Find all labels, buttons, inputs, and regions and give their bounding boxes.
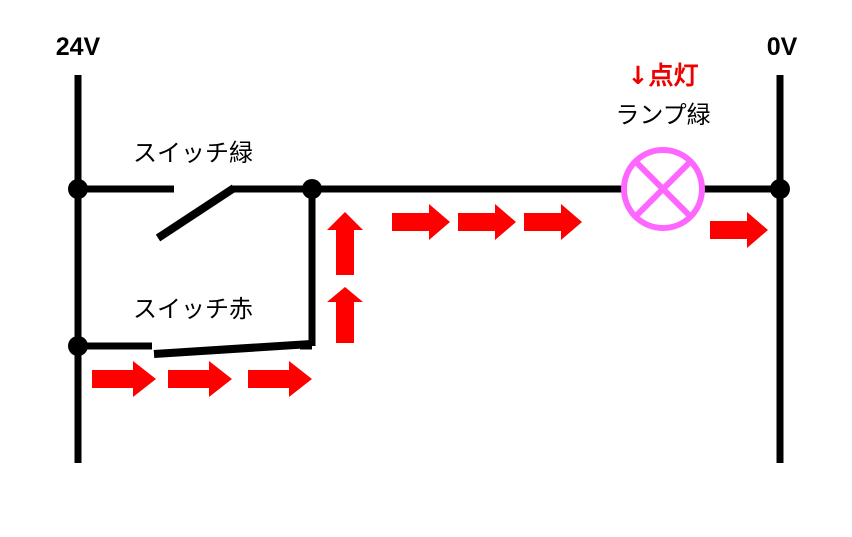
arrow-right-icon — [392, 204, 450, 240]
lamp-green[interactable] — [621, 147, 705, 231]
arrow-right-icon — [458, 204, 516, 240]
arrow-right-icon — [168, 361, 232, 397]
switch-green[interactable] — [155, 184, 237, 242]
arrow-right-icon — [524, 204, 582, 240]
power-rails — [74, 75, 784, 463]
arrow-right-icon — [248, 361, 312, 397]
lamp-lit-indicator-label: ↓点灯 — [628, 61, 699, 90]
switch-red-label: スイッチ赤 — [133, 295, 253, 323]
switch-red-blade[interactable] — [153, 340, 312, 358]
arrow-up-icon — [327, 212, 363, 275]
flow-arrow-top-3 — [524, 204, 582, 240]
switch-green-label: スイッチ緑 — [133, 139, 253, 167]
lamp-cross-stroke-b — [632, 158, 694, 220]
flow-arrow-riser-low — [327, 287, 363, 343]
junction-dot-top-left — [68, 179, 88, 199]
wiring — [78, 185, 780, 350]
lamp-circle — [621, 147, 705, 231]
flow-arrow-after-lamp — [710, 212, 768, 248]
junction-nodes — [68, 179, 790, 356]
junction-dot-right — [770, 179, 790, 199]
flow-arrow-riser-high — [327, 212, 363, 275]
junction-dot-bottom-left — [68, 336, 88, 356]
arrow-right-icon — [710, 212, 768, 248]
junction-dot-mid — [302, 179, 322, 199]
flow-arrow-top-2 — [458, 204, 516, 240]
lamp-green-label: ランプ緑 — [615, 101, 710, 129]
switch-red[interactable] — [153, 340, 312, 358]
flow-arrow-bottom-3 — [248, 361, 312, 397]
arrow-right-icon — [92, 361, 156, 397]
arrow-up-icon — [327, 287, 363, 343]
flow-arrow-bottom-1 — [92, 361, 156, 397]
rail-label-0v: 0V — [767, 33, 798, 61]
flow-arrow-bottom-2 — [168, 361, 232, 397]
switch-green-blade[interactable] — [155, 184, 237, 242]
flow-arrow-top-1 — [392, 204, 450, 240]
rail-label-24v: 24V — [56, 33, 101, 61]
